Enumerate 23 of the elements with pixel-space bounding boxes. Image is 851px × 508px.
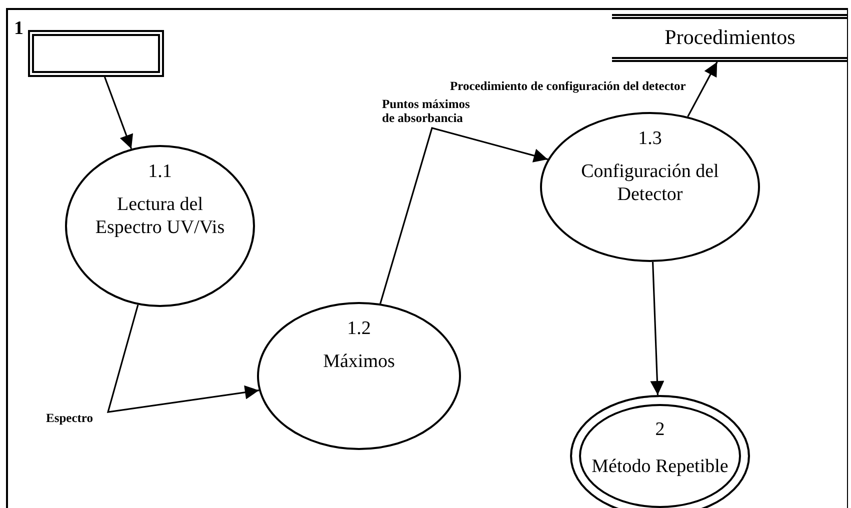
arrow — [687, 62, 718, 117]
edge-label: Espectro — [46, 412, 93, 426]
process-name: Lectura del Espectro UV/Vis — [94, 194, 226, 240]
arrow — [106, 304, 260, 413]
arrow — [380, 127, 548, 304]
store-name: Procedimientos — [664, 25, 796, 51]
process-name: Configuración del Detector — [580, 160, 720, 206]
data-store — [612, 14, 848, 62]
terminal-circle — [570, 395, 750, 508]
process-number: 1.1 — [148, 161, 172, 184]
process-name: Método Repetible — [592, 456, 728, 479]
edge-label: Procedimiento de configuración del detector — [450, 80, 686, 94]
arrow — [104, 76, 134, 150]
arrow — [650, 262, 664, 396]
process-circle — [65, 145, 255, 307]
process-circle — [540, 112, 760, 262]
process-circle — [257, 302, 461, 450]
process-number: 1.3 — [638, 128, 662, 151]
external-entity-box — [28, 30, 164, 77]
process-number: 2 — [655, 419, 665, 442]
process-name: Máximos — [323, 350, 395, 374]
diagram-number: 1 — [14, 18, 24, 41]
process-number: 1.2 — [347, 318, 371, 341]
